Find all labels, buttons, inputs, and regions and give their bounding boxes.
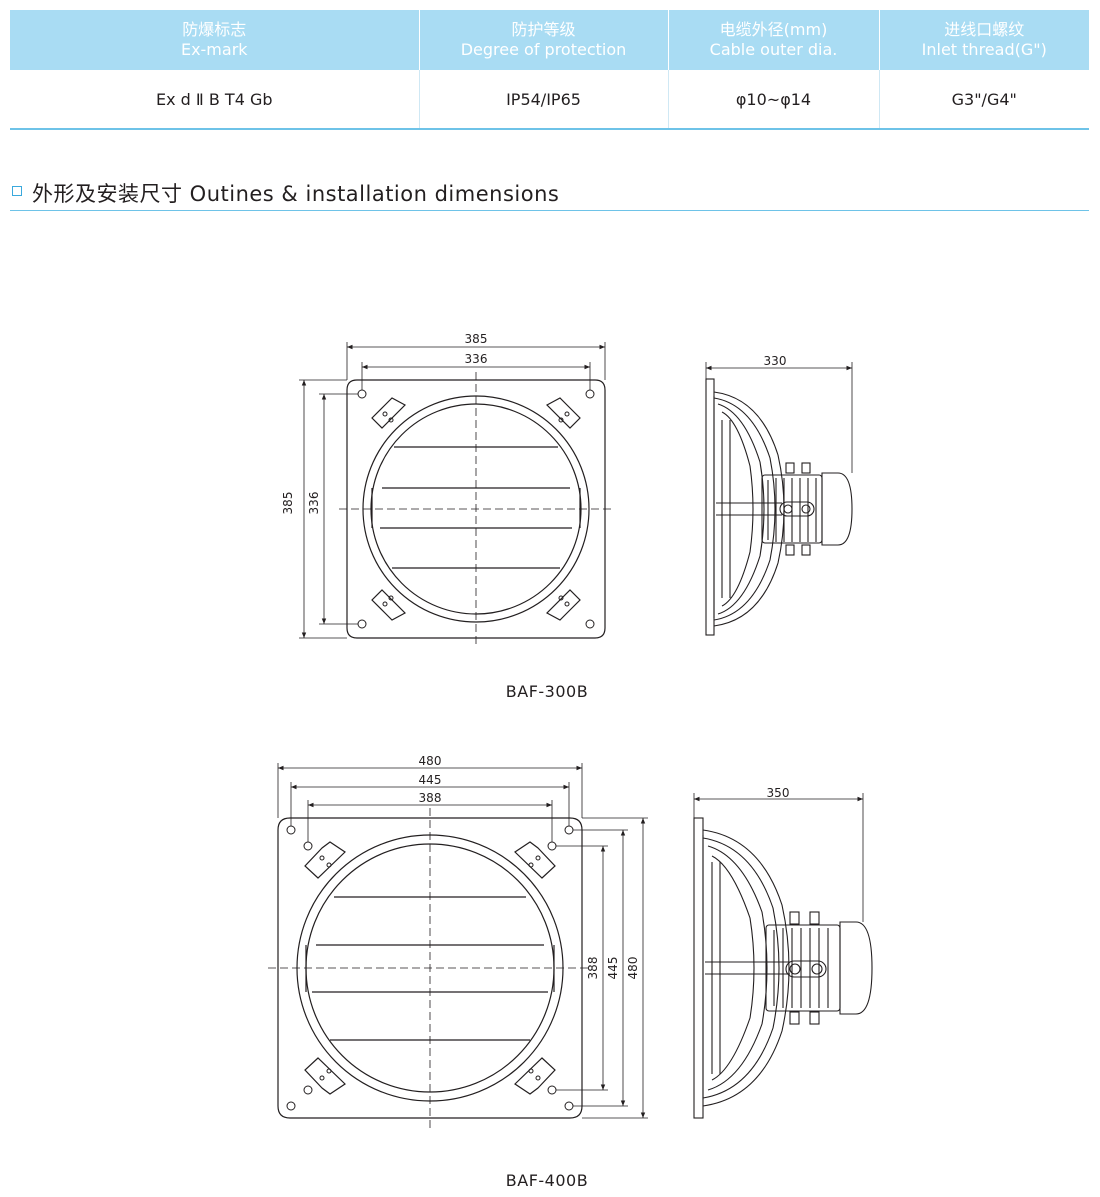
baf400b-motor-cap bbox=[839, 921, 873, 1015]
baf400b-bracket-bl bbox=[304, 1057, 346, 1095]
baf300b-front-dimensions bbox=[299, 342, 606, 639]
baf400b-dim-hole-width: 388 bbox=[419, 791, 442, 805]
baf400b-label: BAF-400B bbox=[506, 1171, 588, 1190]
baf300b-mount-holes bbox=[357, 389, 595, 629]
header-cable-dia: 电缆外径(mm)Cable outer dia. bbox=[668, 10, 880, 70]
baf400b-dim-hole-height: 388 bbox=[586, 957, 600, 980]
baf400b-side-plate bbox=[693, 817, 704, 1119]
cell-protection: IP54/IP65 bbox=[419, 70, 669, 130]
baf400b-dim-depth: 350 bbox=[767, 786, 790, 800]
baf400b-front-dimensions bbox=[277, 763, 648, 1119]
baf400b-bracket-tl bbox=[304, 841, 346, 879]
baf400b-bracket-br bbox=[514, 1057, 556, 1095]
baf300b-label: BAF-300B bbox=[506, 682, 588, 701]
baf300b-bracket-tr bbox=[546, 397, 581, 429]
cell-inlet-thread: G3"/G4" bbox=[879, 70, 1089, 130]
baf400b-side-view bbox=[693, 817, 873, 1119]
baf300b-bracket-br bbox=[546, 589, 581, 621]
baf400b-guard bbox=[702, 829, 790, 1107]
cell-ex-mark: Ex d Ⅱ B T4 Gb bbox=[10, 70, 420, 130]
baf400b-dim-mid-height: 445 bbox=[606, 957, 620, 980]
baf300b-bracket-bl bbox=[371, 589, 406, 621]
baf300b-side-dimensions bbox=[705, 362, 853, 473]
baf300b-guard bbox=[713, 391, 785, 627]
baf400b-side-dimensions bbox=[693, 793, 864, 922]
section-header: 外形及安装尺寸 Outines & installation dimension… bbox=[10, 172, 1089, 211]
baf300b-side-view bbox=[705, 378, 853, 636]
baf300b-dim-depth: 330 bbox=[764, 354, 787, 368]
baf300b-dim-overall-height: 385 bbox=[281, 492, 295, 515]
baf300b-side-plate bbox=[705, 378, 715, 636]
baf300b-front-plate bbox=[346, 379, 606, 639]
baf300b-dim-overall-width: 385 bbox=[465, 332, 488, 346]
baf400b-dim-mid-width: 445 bbox=[419, 773, 442, 787]
baf300b-bracket-tl bbox=[371, 397, 406, 429]
spec-data-row: Ex d Ⅱ B T4 Gb IP54/IP65 φ10~φ14 G3"/G4" bbox=[10, 70, 1089, 130]
baf300b-motor-cap bbox=[821, 472, 853, 546]
baf400b-dim-overall-width: 480 bbox=[419, 754, 442, 768]
baf400b-mount-holes bbox=[286, 825, 574, 1111]
baf400b-front-view bbox=[268, 808, 592, 1128]
baf300b-dim-hole-height: 336 bbox=[307, 492, 321, 515]
baf400b-centerlines bbox=[268, 808, 592, 1128]
baf400b-bracket-tr bbox=[514, 841, 556, 879]
baf300b-dim-hole-width: 336 bbox=[465, 352, 488, 366]
section-title: 外形及安装尺寸 Outines & installation dimension… bbox=[32, 182, 560, 206]
baf300b-front-view bbox=[339, 372, 613, 646]
cell-cable-dia: φ10~φ14 bbox=[668, 70, 880, 130]
square-bullet-icon bbox=[12, 186, 22, 196]
baf300b-centerlines bbox=[339, 372, 613, 646]
baf400b-front-plate bbox=[277, 817, 583, 1119]
baf400b-dim-overall-height: 480 bbox=[626, 957, 640, 980]
